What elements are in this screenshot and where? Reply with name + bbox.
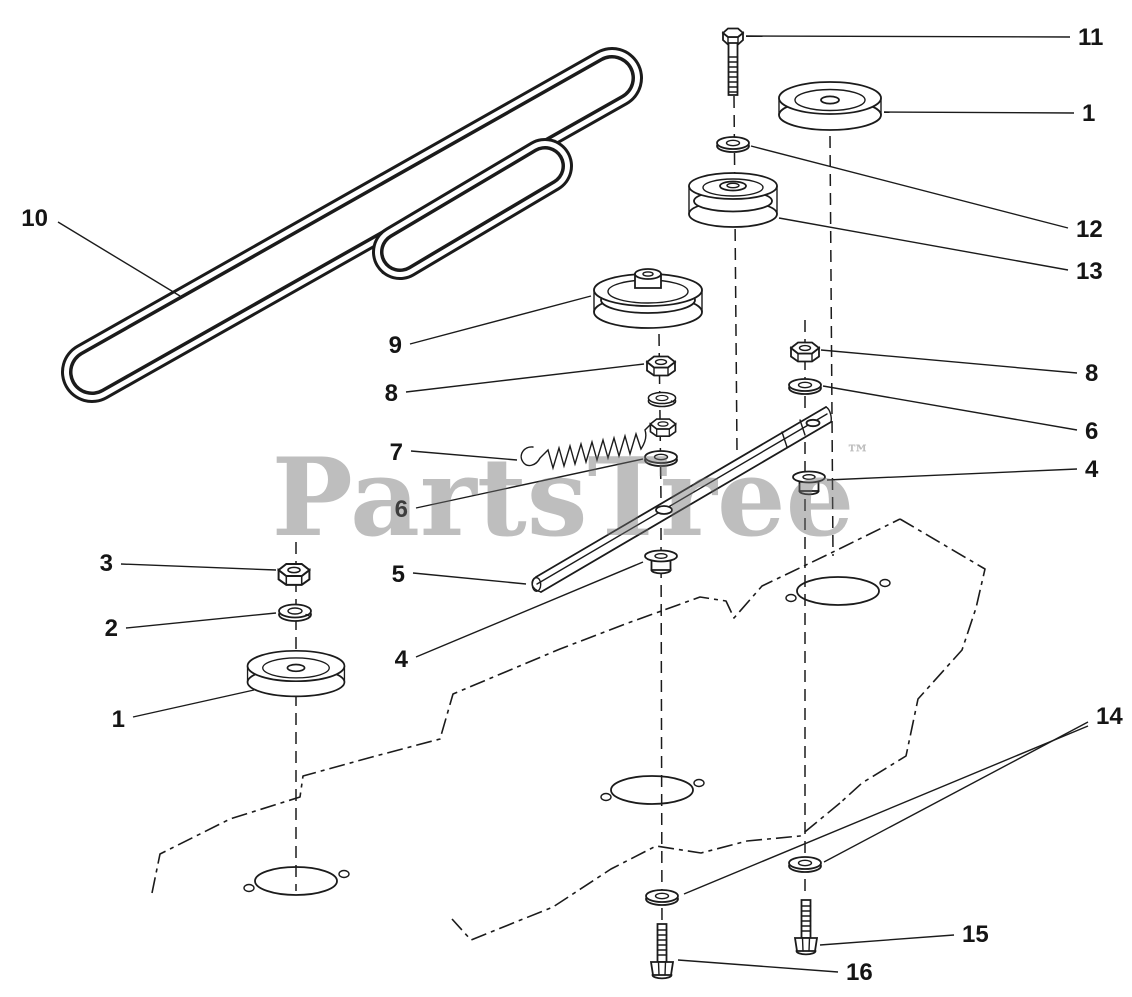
callout-1-upper-label: 1: [1082, 100, 1095, 127]
callout-7-label: 7: [390, 439, 403, 466]
deck-hole-right: [785, 576, 891, 606]
flat-washer-14-center: [645, 889, 679, 906]
v-pulley-9: [593, 268, 703, 329]
extension-spring: [520, 422, 653, 471]
leader-line: [826, 468, 1078, 481]
leader-line: [745, 35, 1071, 38]
callout-10-label: 10: [21, 205, 48, 232]
callout-16-label: 16: [846, 959, 873, 986]
idler-pulley-1-lower: [246, 649, 346, 698]
callout-4-left: 4: [395, 561, 644, 673]
hex-nut-8-right: [790, 341, 820, 363]
centerline-bolt-11: [733, 95, 738, 453]
callout-13-label: 13: [1076, 258, 1103, 285]
callout-9-label: 9: [389, 332, 402, 359]
hex-nut-3: [277, 562, 311, 586]
leader-line: [415, 458, 644, 509]
leader-line: [823, 721, 1089, 863]
hex-nut-8-center: [646, 355, 676, 377]
deck-hole-left: [243, 866, 350, 896]
leader-line: [883, 111, 1075, 114]
callout-6-left-label: 6: [395, 496, 408, 523]
callout-8-left-label: 8: [385, 380, 398, 407]
v-belt: [61, 47, 643, 403]
centerlines: [295, 95, 834, 929]
watermark-text: PartsTree: [272, 435, 855, 561]
callout-13: 13: [778, 217, 1103, 285]
leader-line: [120, 563, 277, 571]
callout-4-right-label: 4: [1085, 456, 1099, 483]
leader-line: [410, 450, 518, 461]
watermark: PartsTree ™: [272, 435, 870, 561]
leader-line: [57, 221, 181, 297]
leader-line: [822, 385, 1078, 431]
callout-10: 10: [21, 205, 181, 297]
deck-hole-center: [600, 775, 705, 805]
flat-washer-6-right: [788, 378, 822, 395]
leader-line: [415, 561, 644, 658]
callout-8-right-label: 8: [1085, 360, 1098, 387]
leader-line: [132, 689, 255, 718]
callout-8-right: 8: [820, 349, 1098, 387]
flat-washer-14-right: [788, 856, 822, 873]
callout-6-right: 6: [822, 385, 1098, 445]
idler-arm: [531, 406, 832, 593]
hex-bolt-15: [794, 899, 818, 956]
stack-pulley-13: [688, 172, 778, 228]
lock-washer-center: [647, 391, 677, 408]
callout-4-right: 4: [826, 456, 1099, 483]
callout-12-label: 12: [1076, 216, 1103, 243]
callout-12: 12: [750, 145, 1103, 243]
callout-1-upper: 1: [883, 100, 1095, 127]
watermark-tm: ™: [846, 439, 870, 468]
callout-14: 14: [683, 703, 1123, 895]
leader-line: [405, 363, 645, 393]
callout-15-label: 15: [962, 921, 989, 948]
callout-6-left: 6: [395, 458, 644, 523]
callout-11: 11: [745, 24, 1103, 51]
hex-bolt-16: [650, 923, 674, 980]
leader-line: [409, 295, 592, 345]
leader-line: [125, 612, 277, 629]
hex-bolt-11: [722, 27, 744, 96]
callout-1-lower: 1: [112, 689, 255, 733]
callout-15: 15: [819, 921, 989, 948]
callout-9: 9: [389, 295, 592, 359]
callout-11-label: 11: [1078, 24, 1103, 51]
leader-line: [750, 145, 1069, 229]
callout-2-label: 2: [105, 615, 118, 642]
callout-3: 3: [100, 550, 277, 577]
callout-5: 5: [392, 561, 527, 588]
callout-8-left: 8: [385, 363, 645, 407]
callout-7: 7: [390, 439, 518, 466]
idler-pulley-1-upper: [778, 81, 882, 131]
leader-line: [778, 217, 1069, 271]
callout-1-lower-label: 1: [112, 706, 125, 733]
flat-washer-12: [716, 136, 750, 153]
callout-2: 2: [105, 612, 277, 642]
leader-line: [412, 572, 527, 585]
callout-3-label: 3: [100, 550, 113, 577]
leader-line: [820, 349, 1078, 374]
hex-nut-center-lower: [649, 418, 677, 437]
callout-14-label: 14: [1096, 703, 1123, 730]
centerline-pulley-upper: [829, 135, 834, 557]
callout-4-left-label: 4: [395, 646, 409, 673]
deck-outline: [151, 518, 986, 941]
callout-5-label: 5: [392, 561, 405, 588]
leader-line: [677, 959, 839, 973]
callout-6-right-label: 6: [1085, 418, 1098, 445]
leader-line: [819, 934, 955, 946]
leader-line: [683, 725, 1089, 895]
callout-16: 16: [677, 959, 873, 986]
lock-washer-2: [278, 603, 312, 622]
